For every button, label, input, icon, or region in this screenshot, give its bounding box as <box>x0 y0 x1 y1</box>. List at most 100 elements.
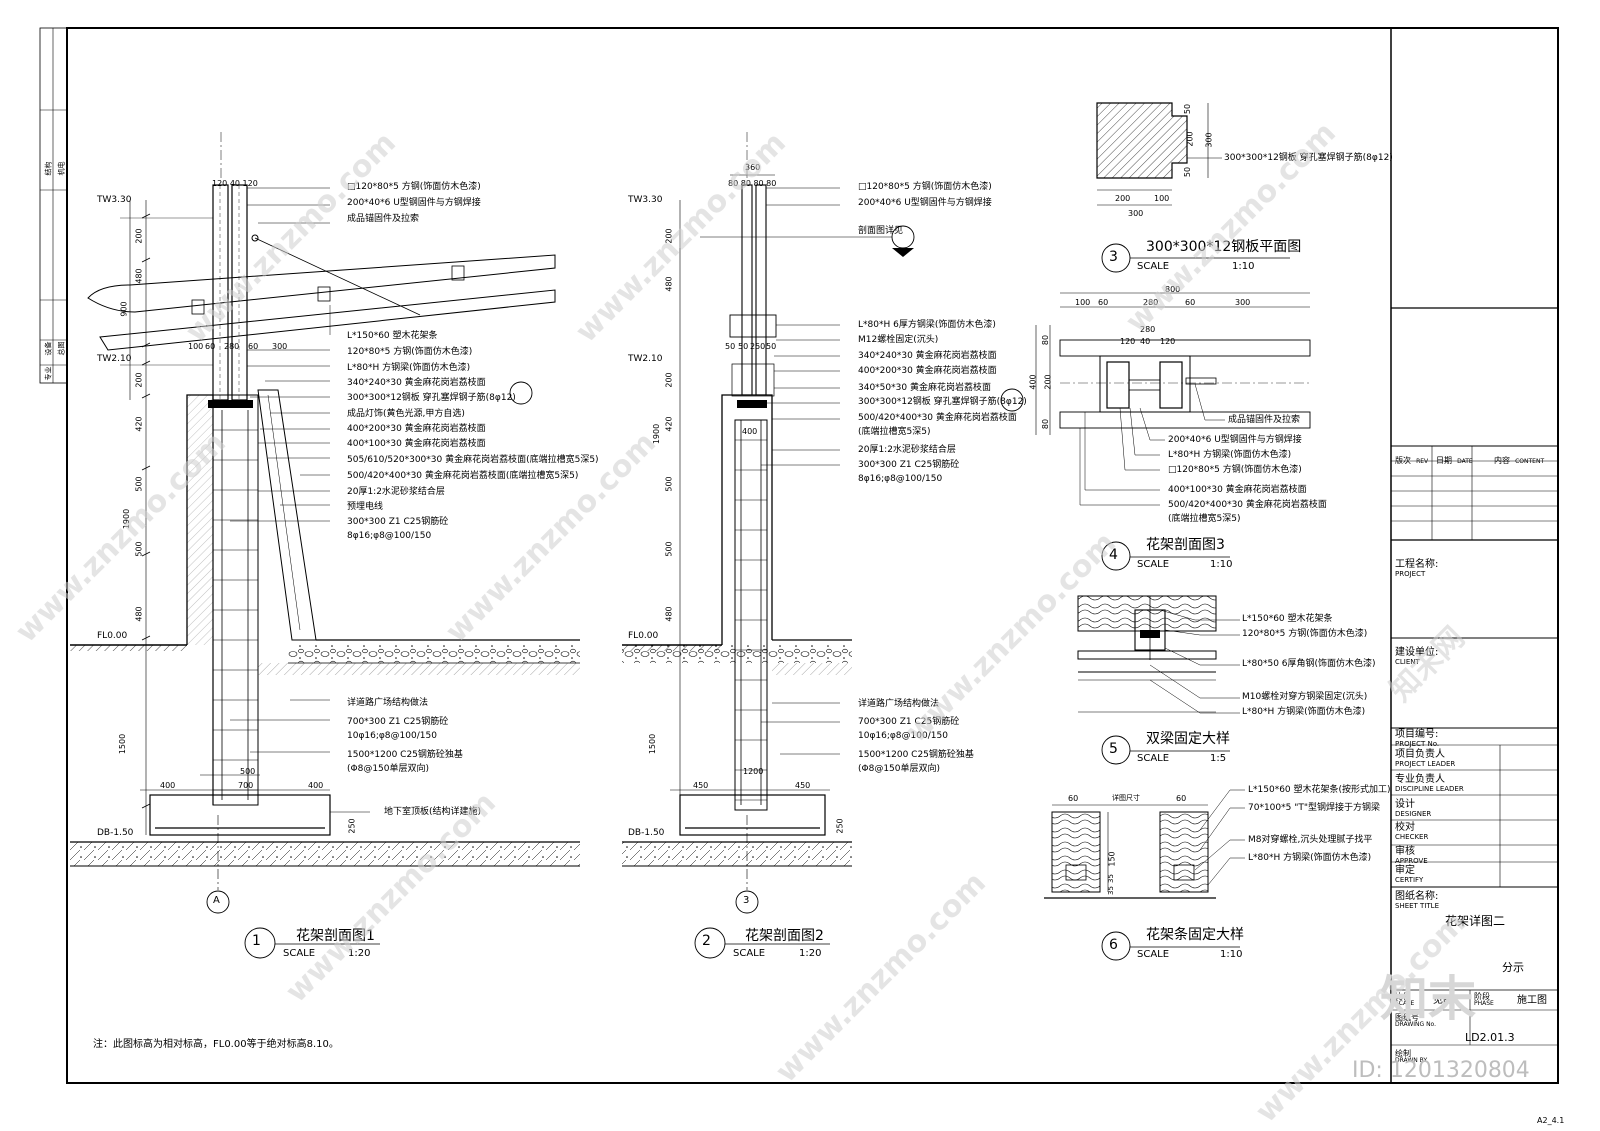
dim-s2-left: 500 <box>664 476 674 492</box>
dim-s1-left: 250 <box>347 818 357 834</box>
strip-label: 结构 <box>44 161 53 176</box>
s1-label: L*80*H 方钢梁(饰面仿木色漆) <box>347 363 471 373</box>
dim-s2-bottom: 400 <box>742 427 758 436</box>
dim-s4-inner: 120 <box>1160 337 1176 346</box>
tb-drawing-no-value: LD2.01.3 <box>1465 1031 1515 1044</box>
s2-label: 700*300 Z1 C25钢筋砼 <box>858 717 960 727</box>
s4-label: 成品锚固件及拉索 <box>1228 415 1301 425</box>
s4-label: 400*100*30 黄金麻花岗岩荔枝面 <box>1168 485 1307 495</box>
dim-s4-top: 800 <box>1165 285 1181 294</box>
section-1-scale: 1:20 <box>348 948 371 959</box>
s2-label: M12螺栓固定(沉头) <box>858 335 939 345</box>
s5-label: L*150*60 塑木花架条 <box>1242 614 1333 624</box>
tb-role: 审核 APPROVE <box>1395 846 1428 865</box>
tb-content: 内容 CONTENT <box>1494 456 1545 465</box>
tb-rev: 版次 REV <box>1395 456 1429 465</box>
dim-s1-mid: 300 <box>272 342 288 351</box>
s2-label: 340*50*30 黄金麻花岗岩荔枝面 <box>858 383 991 393</box>
tb-sheet-title: 图纸名称: SHEET TITLE <box>1395 891 1439 910</box>
strip-label: 专业 <box>44 366 53 381</box>
s1-label: □120*80*5 方钢(饰面仿木色漆) <box>347 182 481 192</box>
dim-s6-side: 35 <box>1106 886 1115 895</box>
tb-scale-value: 见图 <box>1433 995 1453 1006</box>
dim-s2-mid: 50 <box>738 342 749 351</box>
level-fl000-s2: FL0.00 <box>628 631 659 641</box>
s1-label: 120*80*5 方钢(饰面仿木色漆) <box>347 347 473 357</box>
tb-role: 设计 DESIGNER <box>1395 799 1432 818</box>
dim-s4-top: 60 <box>1185 298 1196 307</box>
s1-label: 地下室顶板(结构详建施) <box>384 807 482 817</box>
section-1-drawing <box>70 132 580 914</box>
s2-label: 340*240*30 黄金麻花岗岩荔枝面 <box>858 351 997 361</box>
strip-label: 总图 <box>57 341 66 356</box>
s2-label: 详道路广场结构做法 <box>858 699 940 709</box>
s5-label: 120*80*5 方钢(饰面仿木色漆) <box>1242 629 1368 639</box>
s1-label: 700*300 Z1 C25钢筋砼 <box>347 717 449 727</box>
s1-label: 505/610/520*300*30 黄金麻花岗岩荔枝面(底端拉槽宽5深5) <box>347 455 599 465</box>
dim-s2-mid: 250 <box>750 342 766 351</box>
s3-label: 300*300*12钢板 穿孔塞焊钢子筋(8φ12) <box>1224 153 1393 163</box>
s5-label: M10螺栓对穿方钢梁固定(沉头) <box>1242 692 1368 702</box>
dim-s2-bottom: 1200 <box>743 767 764 776</box>
s2-label: 200*40*6 U型钢固件与方钢焊接 <box>858 198 992 208</box>
section-2-title: 花架剖面图2 <box>745 928 824 944</box>
dim-s1-bottom: 400 <box>160 781 176 790</box>
s1-label: 400*200*30 黄金麻花岗岩荔枝面 <box>347 424 486 434</box>
tb-date: 日期 DATE <box>1436 456 1473 465</box>
dim-s1-mid: 60 <box>248 342 259 351</box>
dim-s6-top: 60 <box>1176 794 1187 803</box>
dim-s2-left: 500 <box>664 541 674 557</box>
s1-label: 300*300 Z1 C25钢筋砼 <box>347 517 449 527</box>
s4-label: (底端拉槽宽5深5) <box>1168 514 1241 524</box>
dim-s6-side: 35 <box>1106 874 1115 883</box>
dim-s1-left: 480 <box>134 606 144 622</box>
dim-s4-inner: 40 <box>1140 337 1151 346</box>
dim-s2-bottom: 450 <box>795 781 811 790</box>
s6-label: M8对穿螺栓,沉头处理腻子找平 <box>1248 835 1373 845</box>
tb-project-no: 项目编号: PROJECT No. <box>1395 729 1440 748</box>
tb-drawing-no: 图纸号 DRAWING No. <box>1395 1013 1437 1028</box>
s5-label: L*80*50 6厚角钢(饰面仿木色漆) <box>1242 659 1376 669</box>
dim-s1-left: 900 <box>119 301 129 317</box>
s1-label: 详道路广场结构做法 <box>347 698 429 708</box>
s1-label: 300*300*12钢板 穿孔塞焊钢子筋(8φ12) <box>347 393 516 403</box>
dim-s2-mid: 50 <box>766 342 777 351</box>
dim-s1-mid: 280 <box>224 342 240 351</box>
level-tw210: TW2.10 <box>97 354 132 364</box>
s4-label: □120*80*5 方钢(饰面仿木色漆) <box>1168 465 1302 475</box>
axis-3-label: 3 <box>743 895 750 906</box>
s5-label: L*80*H 方钢梁(饰面仿木色漆) <box>1242 707 1366 717</box>
section-6-drawing <box>1044 789 1245 961</box>
dim-s4-top: 280 <box>1143 298 1159 307</box>
s2-label: 8φ16;φ8@100/150 <box>858 474 943 484</box>
s1-label: 340*240*30 黄金麻花岗岩荔枝面 <box>347 378 486 388</box>
section-6-scale: 1:10 <box>1220 949 1243 960</box>
s4-label: L*80*H 方钢梁(饰面仿木色漆) <box>1168 450 1292 460</box>
strip-label: 机电 <box>57 161 66 176</box>
dim-s1-left: 480 <box>134 268 144 284</box>
strip-label: 设备 <box>44 341 53 356</box>
section-4-scale: 1:10 <box>1210 559 1233 570</box>
s2-label: 20厚1:2水泥砂浆结合层 <box>858 445 956 455</box>
s2-label: L*80*H 6厚方钢梁(饰面仿木色漆) <box>858 320 996 330</box>
tb-client: 建设单位: CLIENT <box>1395 647 1439 666</box>
dim-s4-inner: 280 <box>1140 325 1156 334</box>
dim-s2-left: 1500 <box>648 733 658 755</box>
s1-label: 预埋电线 <box>347 502 384 512</box>
dim-s6-side: 150 <box>1107 851 1117 867</box>
dim-s1-left: 200 <box>134 372 144 388</box>
section-3-number: 3 <box>1109 249 1118 265</box>
s1-label: 200*40*6 U型钢固件与方钢焊接 <box>347 198 481 208</box>
s1-label: 400*100*30 黄金麻花岗岩荔枝面 <box>347 439 486 449</box>
s2-label: 300*300*12钢板 穿孔塞焊钢子筋(8φ12) <box>858 397 1027 407</box>
s2-label: □120*80*5 方钢(饰面仿木色漆) <box>858 182 992 192</box>
watermark-id: ID: 1201320804 <box>1352 1058 1530 1083</box>
tb-role: 审定 CERTIFY <box>1395 865 1424 884</box>
level-fl000: FL0.00 <box>97 631 128 641</box>
section-4-number: 4 <box>1109 547 1118 563</box>
s4-label: 500/420*400*30 黄金麻花岗岩荔枝面 <box>1168 500 1327 510</box>
dim-s2-left: 420 <box>664 416 674 432</box>
dim-s4-top: 60 <box>1098 298 1109 307</box>
s6-label: L*150*60 塑木花架条(按形式加工) <box>1248 785 1391 795</box>
